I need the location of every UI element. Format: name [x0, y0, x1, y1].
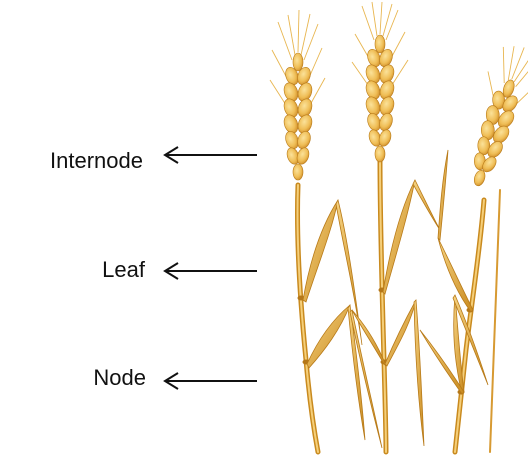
node-label: Node — [93, 365, 146, 391]
wheat-ear-middle — [352, 2, 408, 162]
internode-label: Internode — [50, 148, 143, 174]
wheat-ear-right — [453, 39, 528, 193]
wheat-ear-left — [270, 10, 325, 180]
node-arrow-icon — [162, 371, 259, 391]
internode-arrow-icon — [162, 145, 259, 165]
leaf-arrow-icon — [162, 261, 259, 281]
leaf-label: Leaf — [102, 257, 145, 283]
wheat-plant-illustration — [250, 0, 528, 456]
